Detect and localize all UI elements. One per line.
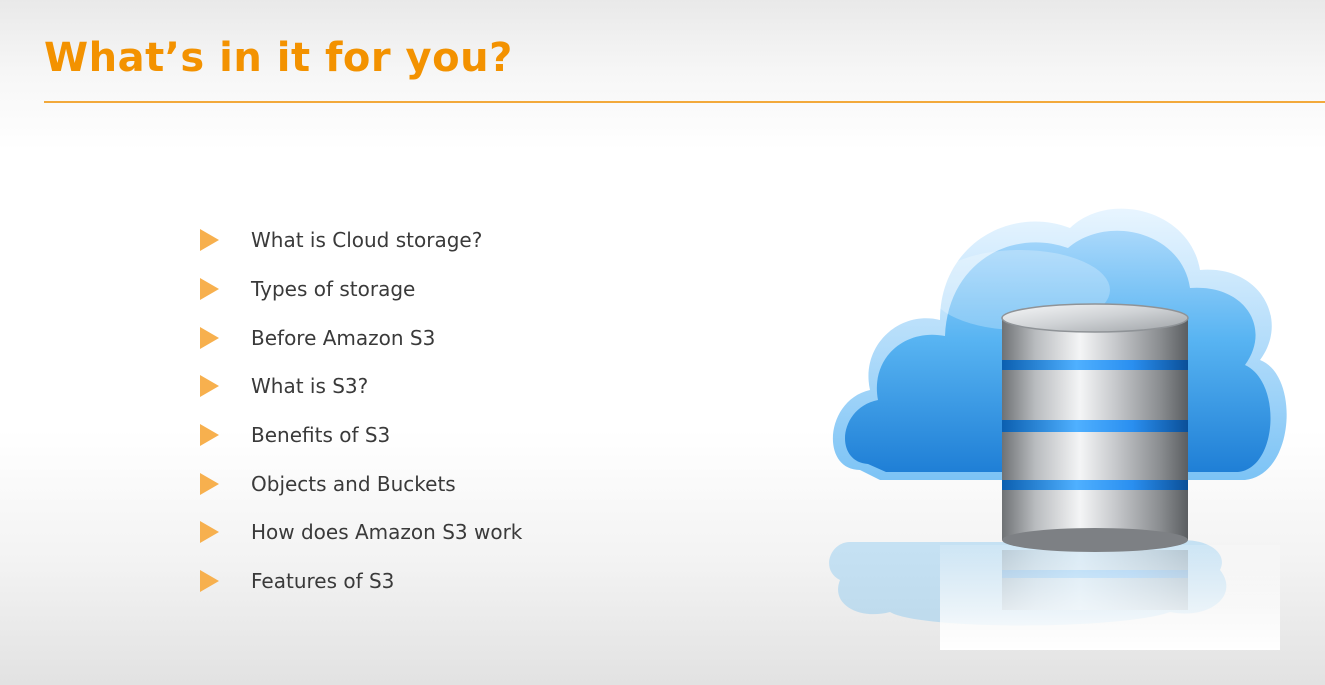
- agenda-list: What is Cloud storage? Types of storage …: [200, 216, 522, 606]
- cloud-storage-database-icon: [790, 150, 1310, 650]
- agenda-item: Objects and Buckets: [200, 459, 522, 508]
- slide-title: What’s in it for you?: [44, 35, 513, 81]
- triangle-bullet-icon: [200, 375, 219, 398]
- agenda-item-label: What is Cloud storage?: [251, 228, 483, 253]
- triangle-bullet-icon: [200, 472, 219, 495]
- triangle-bullet-icon: [200, 424, 219, 447]
- agenda-item: Before Amazon S3: [200, 313, 522, 362]
- agenda-item: How does Amazon S3 work: [200, 508, 522, 557]
- agenda-item: Benefits of S3: [200, 411, 522, 460]
- triangle-bullet-icon: [200, 326, 219, 349]
- triangle-bullet-icon: [200, 521, 219, 544]
- agenda-item-label: Benefits of S3: [251, 423, 391, 448]
- agenda-item-label: Objects and Buckets: [251, 471, 456, 496]
- agenda-item-label: What is S3?: [251, 374, 369, 399]
- agenda-item-label: How does Amazon S3 work: [251, 520, 523, 545]
- title-divider: [44, 101, 1325, 103]
- agenda-item: Types of storage: [200, 265, 522, 314]
- triangle-bullet-icon: [200, 570, 219, 593]
- agenda-item-label: Features of S3: [251, 569, 395, 594]
- agenda-item-label: Types of storage: [251, 277, 416, 302]
- agenda-item: What is S3?: [200, 362, 522, 411]
- agenda-item: Features of S3: [200, 557, 522, 606]
- agenda-item-label: Before Amazon S3: [251, 325, 436, 350]
- triangle-bullet-icon: [200, 278, 219, 301]
- triangle-bullet-icon: [200, 229, 219, 252]
- agenda-item: What is Cloud storage?: [200, 216, 522, 265]
